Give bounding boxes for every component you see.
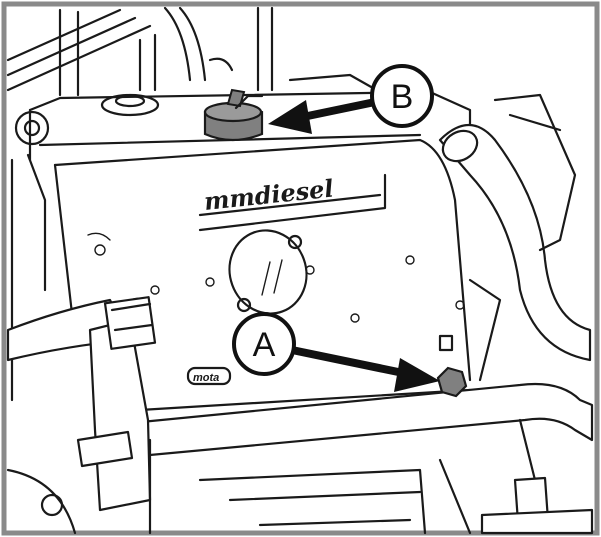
background-pipes	[6, 6, 382, 97]
lower-engine	[6, 418, 594, 535]
cover-plate	[228, 229, 308, 315]
callout-a: A	[232, 312, 296, 376]
drain-plug	[436, 366, 468, 398]
maker-badge: mota	[186, 366, 232, 386]
left-hose	[6, 296, 157, 512]
lower-coolant-hose	[108, 278, 594, 460]
maker-badge-label: mota	[193, 372, 219, 384]
callout-b-arrow	[268, 98, 376, 134]
callout-b: B	[370, 64, 434, 128]
callout-a-label: A	[253, 326, 276, 364]
filler-cap	[203, 88, 264, 142]
square-port	[438, 334, 454, 352]
upper-coolant-hose	[438, 93, 592, 362]
callout-a-arrow	[291, 346, 440, 392]
callout-b-label: B	[391, 78, 414, 116]
